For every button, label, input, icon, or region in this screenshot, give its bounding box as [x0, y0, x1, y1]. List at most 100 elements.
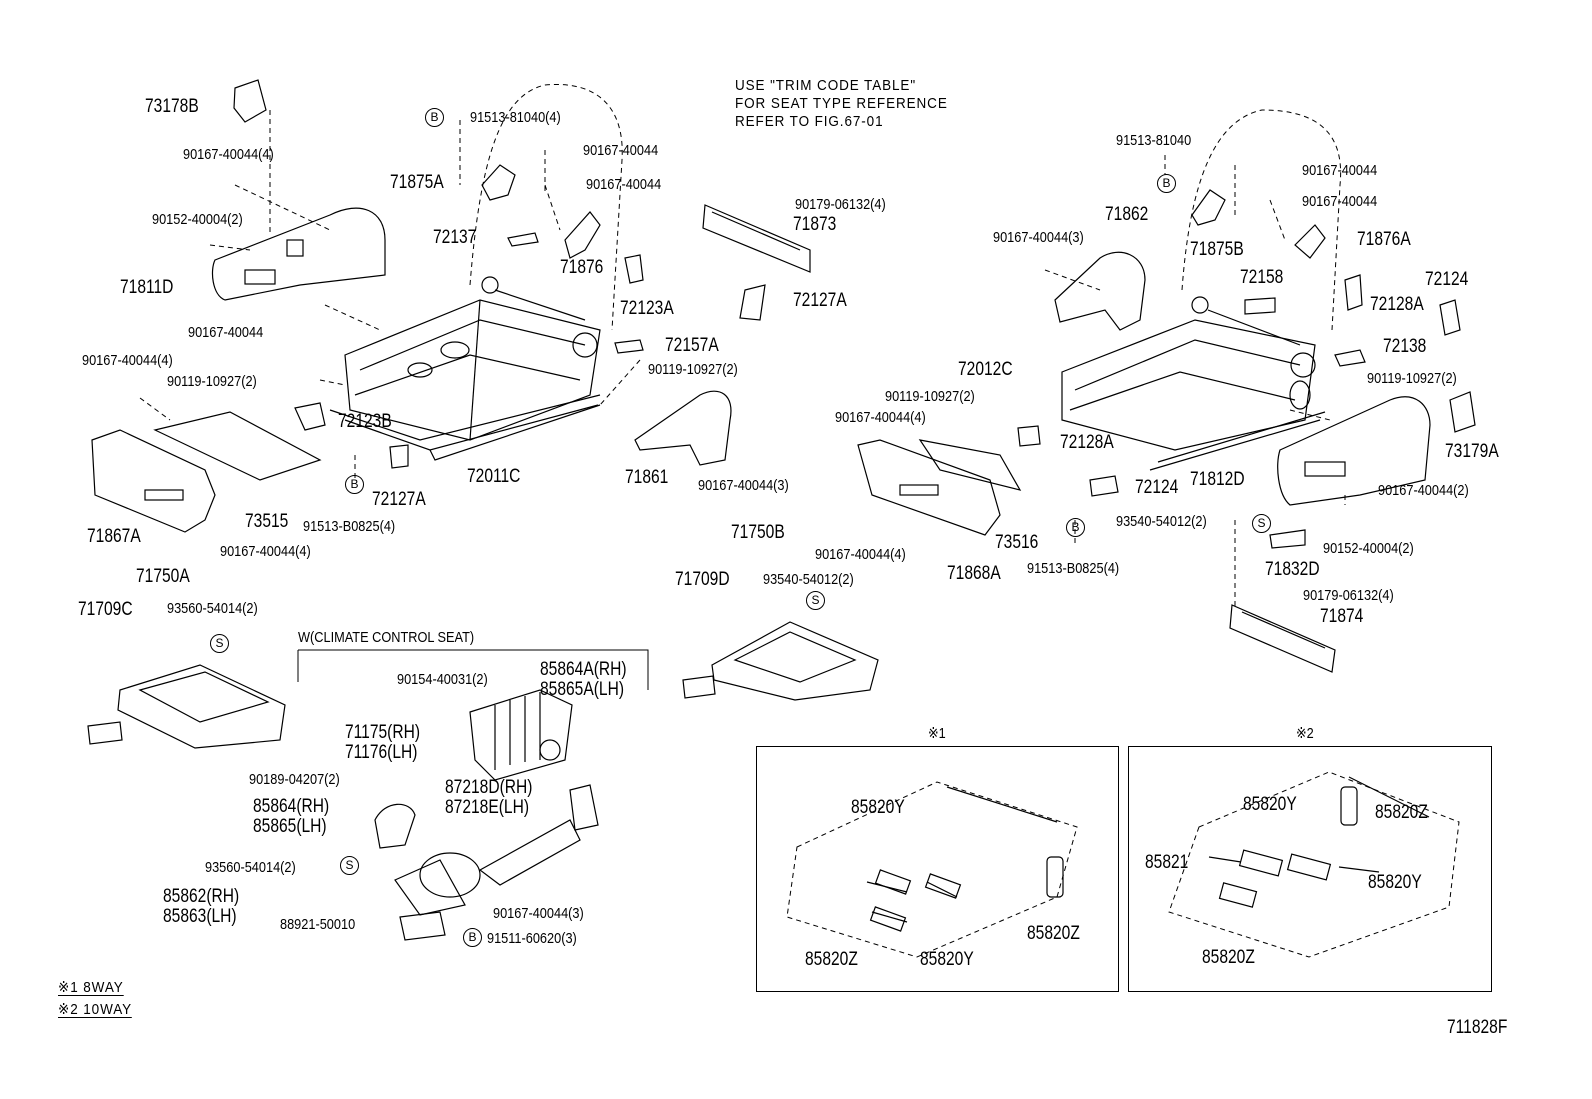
- part-label: 71812D: [1190, 469, 1245, 490]
- inset2-mark: ※2: [1296, 725, 1314, 742]
- inset-8way-artwork: [786, 781, 1078, 958]
- front-cover-71868A: [857, 439, 1001, 536]
- part-label: 72127A: [793, 290, 847, 311]
- part-label: 90167-40044: [1302, 193, 1378, 210]
- part-label: 72012C: [958, 359, 1013, 380]
- part-label: 71175(RH): [345, 722, 421, 743]
- part-label: 71868A: [947, 563, 1001, 584]
- part-label: 90189-04207(2): [249, 771, 340, 788]
- part-label: 91513-81040(4): [470, 109, 561, 126]
- trim-note-line2: FOR SEAT TYPE REFERENCE: [735, 95, 948, 112]
- part-label: 90167-40044(4): [815, 546, 906, 563]
- rail-71873: [702, 204, 811, 273]
- part-label: 85820Z: [805, 949, 858, 970]
- recliner-71862: [1054, 251, 1146, 331]
- climate-control-note: W(CLIMATE CONTROL SEAT): [298, 629, 475, 646]
- cover-73178B: [233, 79, 267, 123]
- part-label: 85820Y: [1368, 872, 1422, 893]
- mark-s: S: [806, 591, 825, 610]
- part-label: 72128A: [1060, 432, 1114, 453]
- part-label: 90167-40044(3): [698, 477, 789, 494]
- part-label: 72124: [1425, 269, 1469, 290]
- part-label: 72157A: [665, 335, 719, 356]
- part-label: 90119-10927(2): [1367, 370, 1457, 387]
- part-label: 71875A: [390, 172, 444, 193]
- mark-b: B: [425, 108, 444, 127]
- part-label: 85864A(RH): [540, 659, 627, 680]
- part-label: 85820Y: [851, 797, 905, 818]
- part-label: 71876A: [1357, 229, 1411, 250]
- mark-s: S: [1252, 514, 1271, 533]
- front-cover-71867A: [91, 429, 216, 533]
- shield-71861: [634, 390, 732, 466]
- part-label: 85820Y: [1243, 794, 1297, 815]
- part-label: 72123B: [338, 411, 392, 432]
- trim-note-line3: REFER TO FIG.67-01: [735, 113, 884, 130]
- part-label: 93540-54012(2): [1116, 513, 1207, 530]
- part-label: 93560-54014(2): [205, 859, 296, 876]
- mark-b: B: [1066, 518, 1085, 537]
- part-label: 90154-40031(2): [397, 671, 488, 688]
- part-label: 72124: [1135, 477, 1179, 498]
- part-label: 71867A: [87, 526, 141, 547]
- mark-s: S: [340, 856, 359, 875]
- part-label: 72158: [1240, 267, 1284, 288]
- part-label: 90167-40044(4): [835, 409, 926, 426]
- part-label: 71709D: [675, 569, 730, 590]
- part-label: 91513-B0825(4): [303, 518, 396, 535]
- part-label: 87218E(LH): [445, 797, 530, 818]
- side-shield-71812D: [1277, 396, 1431, 506]
- seatback-outline-right: [1181, 109, 1342, 331]
- part-label: 90167-40044(3): [993, 229, 1084, 246]
- part-label: 85863(LH): [163, 906, 237, 927]
- inset1-mark: ※1: [928, 725, 946, 742]
- part-label: 71861: [625, 467, 669, 488]
- part-label: 85865(LH): [253, 816, 327, 837]
- part-label: 72123A: [620, 298, 674, 319]
- part-label: 90119-10927(2): [167, 373, 257, 390]
- part-label: 85820Y: [920, 949, 974, 970]
- part-label: 72138: [1383, 336, 1427, 357]
- part-label: 90152-40004(2): [152, 211, 243, 228]
- rail-71874: [1229, 604, 1336, 673]
- seat-frame-left: [329, 276, 601, 461]
- part-label: 71862: [1105, 204, 1149, 225]
- part-label: 73178B: [145, 96, 199, 117]
- footnote-10way: ※2 10WAY: [58, 1001, 133, 1018]
- part-label: 87218D(RH): [445, 777, 533, 798]
- figure-id: 711828F: [1447, 1017, 1508, 1038]
- part-label: 93540-54012(2): [763, 571, 854, 588]
- part-label: 73515: [245, 511, 289, 532]
- part-label: 71874: [1320, 606, 1364, 627]
- part-label: 73179A: [1445, 441, 1499, 462]
- part-label: 93560-54014(2): [167, 600, 258, 617]
- part-label: 90179-06132(4): [1303, 587, 1394, 604]
- footnote-8way: ※1 8WAY: [58, 979, 124, 996]
- inset-10way: [1128, 746, 1492, 992]
- part-label: 85820Z: [1027, 923, 1080, 944]
- part-label: 90167-40044: [583, 142, 659, 159]
- mark-b: B: [463, 928, 482, 947]
- part-label: 71876: [560, 257, 604, 278]
- mark-b: B: [1157, 174, 1176, 193]
- part-label: 90167-40044(4): [183, 146, 274, 163]
- part-label: 90167-40044: [188, 324, 264, 341]
- inset-8way: [756, 746, 1119, 992]
- part-label: 71750A: [136, 566, 190, 587]
- part-label: 91513-81040: [1116, 132, 1192, 149]
- part-label: 85820Z: [1375, 802, 1428, 823]
- part-label: 85820Z: [1202, 947, 1255, 968]
- part-label: 85862(RH): [163, 886, 240, 907]
- part-label: 85865A(LH): [540, 679, 625, 700]
- part-label: 71832D: [1265, 559, 1320, 580]
- part-label: 90167-40044(3): [493, 905, 584, 922]
- part-label: 90167-40044: [586, 176, 662, 193]
- part-label: 90167-40044(2): [1378, 482, 1469, 499]
- trim-note-line1: USE "TRIM CODE TABLE": [735, 77, 917, 94]
- part-label: 71709C: [78, 599, 133, 620]
- part-label: 90179-06132(4): [795, 196, 886, 213]
- seatback-outline-left: [469, 83, 623, 331]
- part-label: 90167-40044(4): [82, 352, 173, 369]
